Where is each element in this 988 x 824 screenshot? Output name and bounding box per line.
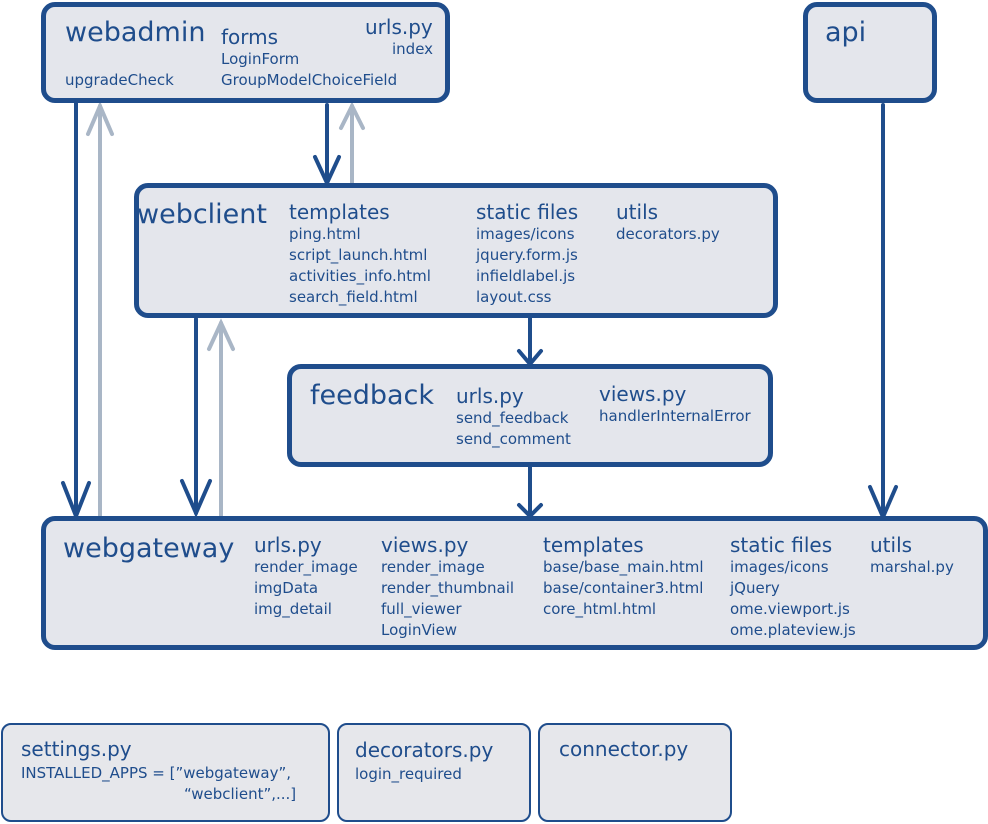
webgateway-static-heading: static files — [730, 533, 833, 557]
feedback-urls-heading: urls.py — [456, 384, 524, 408]
arrow-webclient-to-webgateway — [180, 317, 212, 518]
settings-line-1: INSTALLED_APPS = [”webgateway”, — [21, 764, 291, 782]
api-title: api — [825, 17, 867, 48]
webgateway-urls-item: img_detail — [254, 600, 332, 618]
webgateway-static: static files images/icons jQuery ome.vie… — [730, 533, 856, 641]
feedback-urls-item: send_feedback — [456, 409, 569, 427]
webgateway-urls: urls.py render_image imgData img_detail — [254, 533, 358, 620]
webgateway-templates-item: base/base_main.html — [543, 558, 704, 576]
webclient-static-item: images/icons — [476, 225, 575, 243]
webgateway-views-heading: views.py — [381, 533, 469, 557]
connector-box: connector.py — [538, 723, 732, 822]
arrow-webgateway-to-webclient — [207, 318, 235, 522]
webclient-templates: templates ping.html script_launch.html a… — [289, 200, 431, 308]
webgateway-views-item: LoginView — [381, 621, 458, 639]
webadmin-forms: forms LoginForm GroupModelChoiceField — [221, 25, 397, 91]
webgateway-views-item: render_thumbnail — [381, 579, 515, 597]
webclient-templates-item: ping.html — [289, 225, 361, 243]
webgateway-box: webgateway urls.py render_image imgData … — [41, 516, 988, 650]
webclient-utils-item: decorators.py — [616, 225, 720, 243]
arrow-webgateway-to-webadmin — [86, 100, 114, 522]
arrow-webclient-to-feedback — [517, 316, 543, 368]
webgateway-utils-heading: utils — [870, 533, 913, 557]
webgateway-templates-item: base/container3.html — [543, 579, 704, 597]
webgateway-views-item: render_image — [381, 558, 485, 576]
webclient-templates-item: script_launch.html — [289, 246, 428, 264]
webclient-static-item: layout.css — [476, 288, 552, 306]
api-box: api — [803, 2, 937, 103]
webgateway-views-item: full_viewer — [381, 600, 462, 618]
webgateway-utils-item: marshal.py — [870, 558, 954, 576]
webgateway-static-item: ome.plateview.js — [730, 621, 856, 639]
settings-box: settings.py INSTALLED_APPS = [”webgatewa… — [1, 723, 330, 822]
arrow-webclient-to-webadmin — [339, 101, 365, 187]
webclient-templates-heading: templates — [289, 200, 390, 224]
feedback-box: feedback urls.py send_feedback send_comm… — [287, 364, 773, 467]
webclient-templates-item: activities_info.html — [289, 267, 431, 285]
webclient-utils: utils decorators.py — [616, 200, 720, 245]
decorators-box: decorators.py login_required — [337, 723, 531, 822]
webclient-title: webclient — [137, 199, 267, 230]
webgateway-views: views.py render_image render_thumbnail f… — [381, 533, 514, 641]
feedback-urls-item: send_comment — [456, 430, 571, 448]
webgateway-templates-item: core_html.html — [543, 600, 657, 618]
webadmin-item: upgradeCheck — [65, 71, 174, 89]
feedback-title: feedback — [310, 380, 435, 411]
connector-title: connector.py — [559, 737, 689, 761]
webadmin-urls-item: index — [392, 40, 434, 58]
webgateway-templates: templates base/base_main.html base/conta… — [543, 533, 703, 620]
arrow-api-to-webgateway — [868, 103, 898, 523]
webclient-box: webclient templates ping.html script_lau… — [134, 183, 778, 318]
webclient-static-item: jquery.form.js — [476, 246, 578, 264]
feedback-views-heading: views.py — [599, 382, 687, 406]
decorators-title: decorators.py — [355, 738, 494, 762]
webadmin-forms-item: LoginForm — [221, 50, 300, 68]
webclient-static: static files images/icons jquery.form.js… — [476, 200, 578, 308]
arrow-webadmin-to-webclient — [313, 103, 341, 188]
webadmin-forms-item: GroupModelChoiceField — [221, 71, 398, 89]
webclient-static-item: infieldlabel.js — [476, 267, 576, 285]
webclient-templates-item: search_field.html — [289, 288, 418, 306]
webgateway-urls-heading: urls.py — [254, 533, 322, 557]
webadmin-urls: urls.py index — [365, 15, 433, 60]
feedback-views-item: handlerInternalError — [599, 407, 751, 425]
webgateway-utils: utils marshal.py — [870, 533, 954, 578]
webgateway-static-item: ome.viewport.js — [730, 600, 850, 618]
settings-line-2: “webclient”,...] — [184, 785, 297, 803]
arrow-webadmin-to-webgateway — [61, 101, 91, 522]
webadmin-urls-heading: urls.py — [365, 15, 433, 39]
webclient-utils-heading: utils — [616, 200, 659, 224]
webgateway-static-item: images/icons — [730, 558, 829, 576]
webadmin-box: webadmin upgradeCheck forms LoginForm Gr… — [41, 2, 450, 103]
webgateway-static-item: jQuery — [730, 579, 780, 597]
webadmin-forms-heading: forms — [221, 25, 279, 49]
webgateway-urls-item: imgData — [254, 579, 319, 597]
webgateway-urls-item: render_image — [254, 558, 358, 576]
webadmin-title: webadmin — [65, 17, 206, 48]
webgateway-templates-heading: templates — [543, 533, 644, 557]
settings-title: settings.py — [21, 737, 132, 761]
webgateway-title: webgateway — [63, 533, 235, 564]
feedback-urls: urls.py send_feedback send_comment — [456, 384, 571, 450]
webclient-static-heading: static files — [476, 200, 579, 224]
arrow-feedback-to-webgateway — [517, 465, 543, 519]
feedback-views: views.py handlerInternalError — [599, 382, 751, 427]
decorators-item: login_required — [355, 765, 462, 783]
